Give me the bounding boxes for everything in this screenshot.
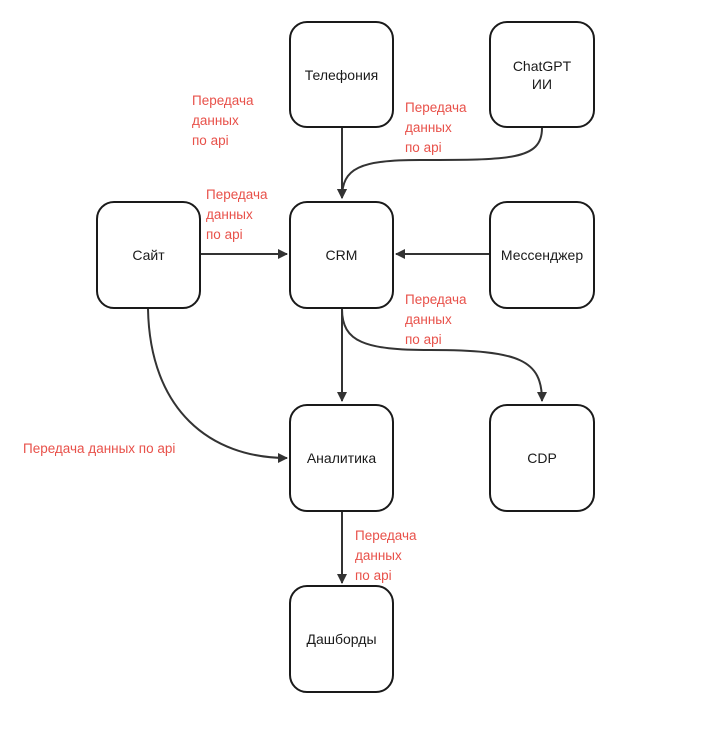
arrow-crm-cdp <box>341 308 547 402</box>
node-messenger: Мессенджер <box>489 201 595 309</box>
node-telephony: Телефония <box>289 21 394 128</box>
arrow-chatgpt-crm <box>337 127 543 199</box>
node-chatgpt: ChatGPT ИИ <box>489 21 595 128</box>
node-crm: CRM <box>289 201 394 309</box>
node-site: Сайт <box>96 201 201 309</box>
label-site-analytics: Передача данных по api <box>23 441 176 456</box>
node-analytics: Аналитика <box>289 404 394 512</box>
label-site-crm: Передача данных по api <box>206 187 268 242</box>
label-telephony-crm: Передача данных по api <box>192 93 254 148</box>
label-crm-cdp: Передача данных по api <box>405 292 467 347</box>
node-dashboards: Дашборды <box>289 585 394 693</box>
label-chatgpt-crm: Передача данных по api <box>405 100 467 155</box>
node-cdp: CDP <box>489 404 595 512</box>
arrow-site-analytics <box>147 308 288 463</box>
label-analytics-dashboards: Передача данных по api <box>355 528 417 583</box>
